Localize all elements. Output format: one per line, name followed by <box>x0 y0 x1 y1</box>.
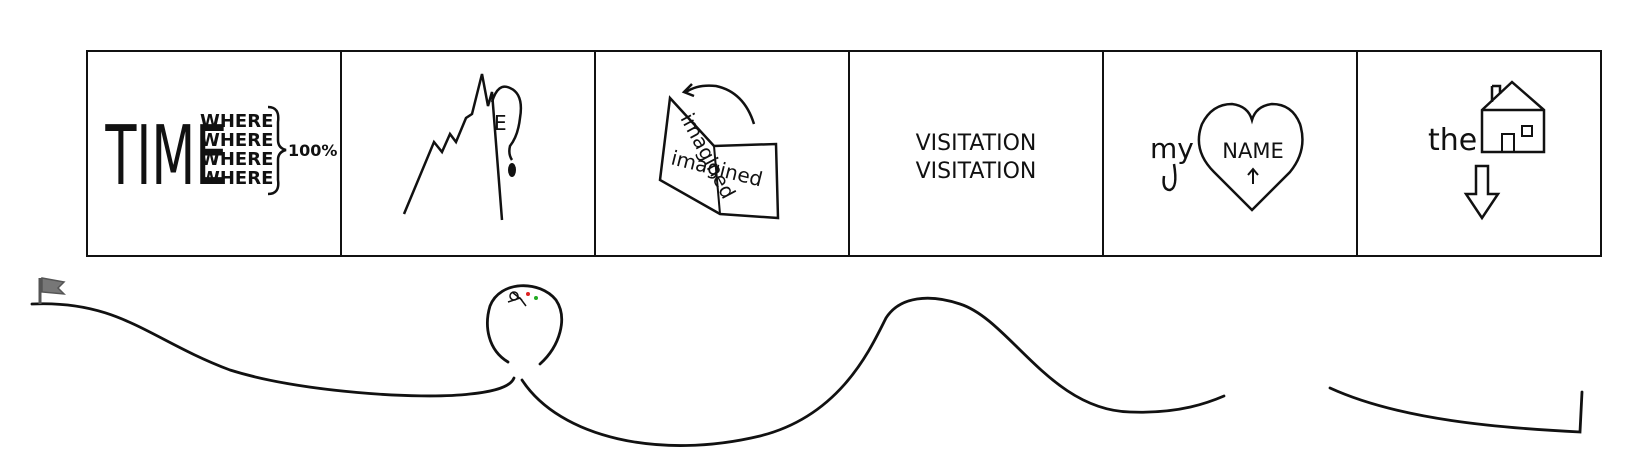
rebus-panel-strip: TIME WHERE WHERE WHERE WHERE 100% E <box>86 50 1602 257</box>
up-arrow-icon <box>1247 167 1259 184</box>
time-word: TIME <box>105 109 228 204</box>
thought-bubble-icon <box>490 85 523 161</box>
house-icon <box>1480 80 1546 154</box>
the-word: the <box>1428 123 1477 158</box>
my-word: my <box>1150 132 1194 165</box>
rebus-panel-4: VISITATION VISITATION <box>850 52 1104 255</box>
terrain-segment-2 <box>520 296 1226 447</box>
where-word-2: WHERE <box>200 130 273 151</box>
rebus-panel-6: the <box>1358 52 1610 255</box>
rebus-panel-1: TIME WHERE WHERE WHERE WHERE 100% <box>88 52 342 255</box>
chimney-icon <box>1490 84 1502 102</box>
rebus-panel-3: imagined imagined <box>596 52 850 255</box>
start-flag-icon <box>41 277 66 295</box>
letter-e: E <box>494 111 507 135</box>
down-arrow-icon <box>1463 164 1501 221</box>
visitation-line-1: VISITATION <box>916 131 1037 156</box>
curly-brace-icon <box>267 105 287 196</box>
mountain-icon <box>402 73 504 221</box>
drop-icon <box>508 163 516 177</box>
loop-track <box>486 284 564 366</box>
name-word: NAME <box>1222 139 1283 163</box>
my-descender <box>1162 163 1177 192</box>
rebus-panel-5: my NAME <box>1104 52 1358 255</box>
arrow-head-icon <box>681 83 695 98</box>
terrain-segment-3 <box>1328 386 1584 434</box>
rebus-panel-2: E <box>342 52 596 255</box>
visitation-line-2: VISITATION <box>916 159 1037 184</box>
where-word-4: WHERE <box>200 168 273 189</box>
heart-icon <box>1197 102 1304 212</box>
where-word-1: WHERE <box>200 111 273 132</box>
house-window <box>1521 125 1533 137</box>
where-word-3: WHERE <box>200 149 273 170</box>
rider-sprite <box>507 291 538 307</box>
card-fold-line <box>713 145 721 215</box>
house-door <box>1501 133 1515 153</box>
percent-label: 100% <box>288 141 337 160</box>
terrain-segment-1 <box>30 302 516 398</box>
arrow-curve-icon <box>685 84 756 125</box>
